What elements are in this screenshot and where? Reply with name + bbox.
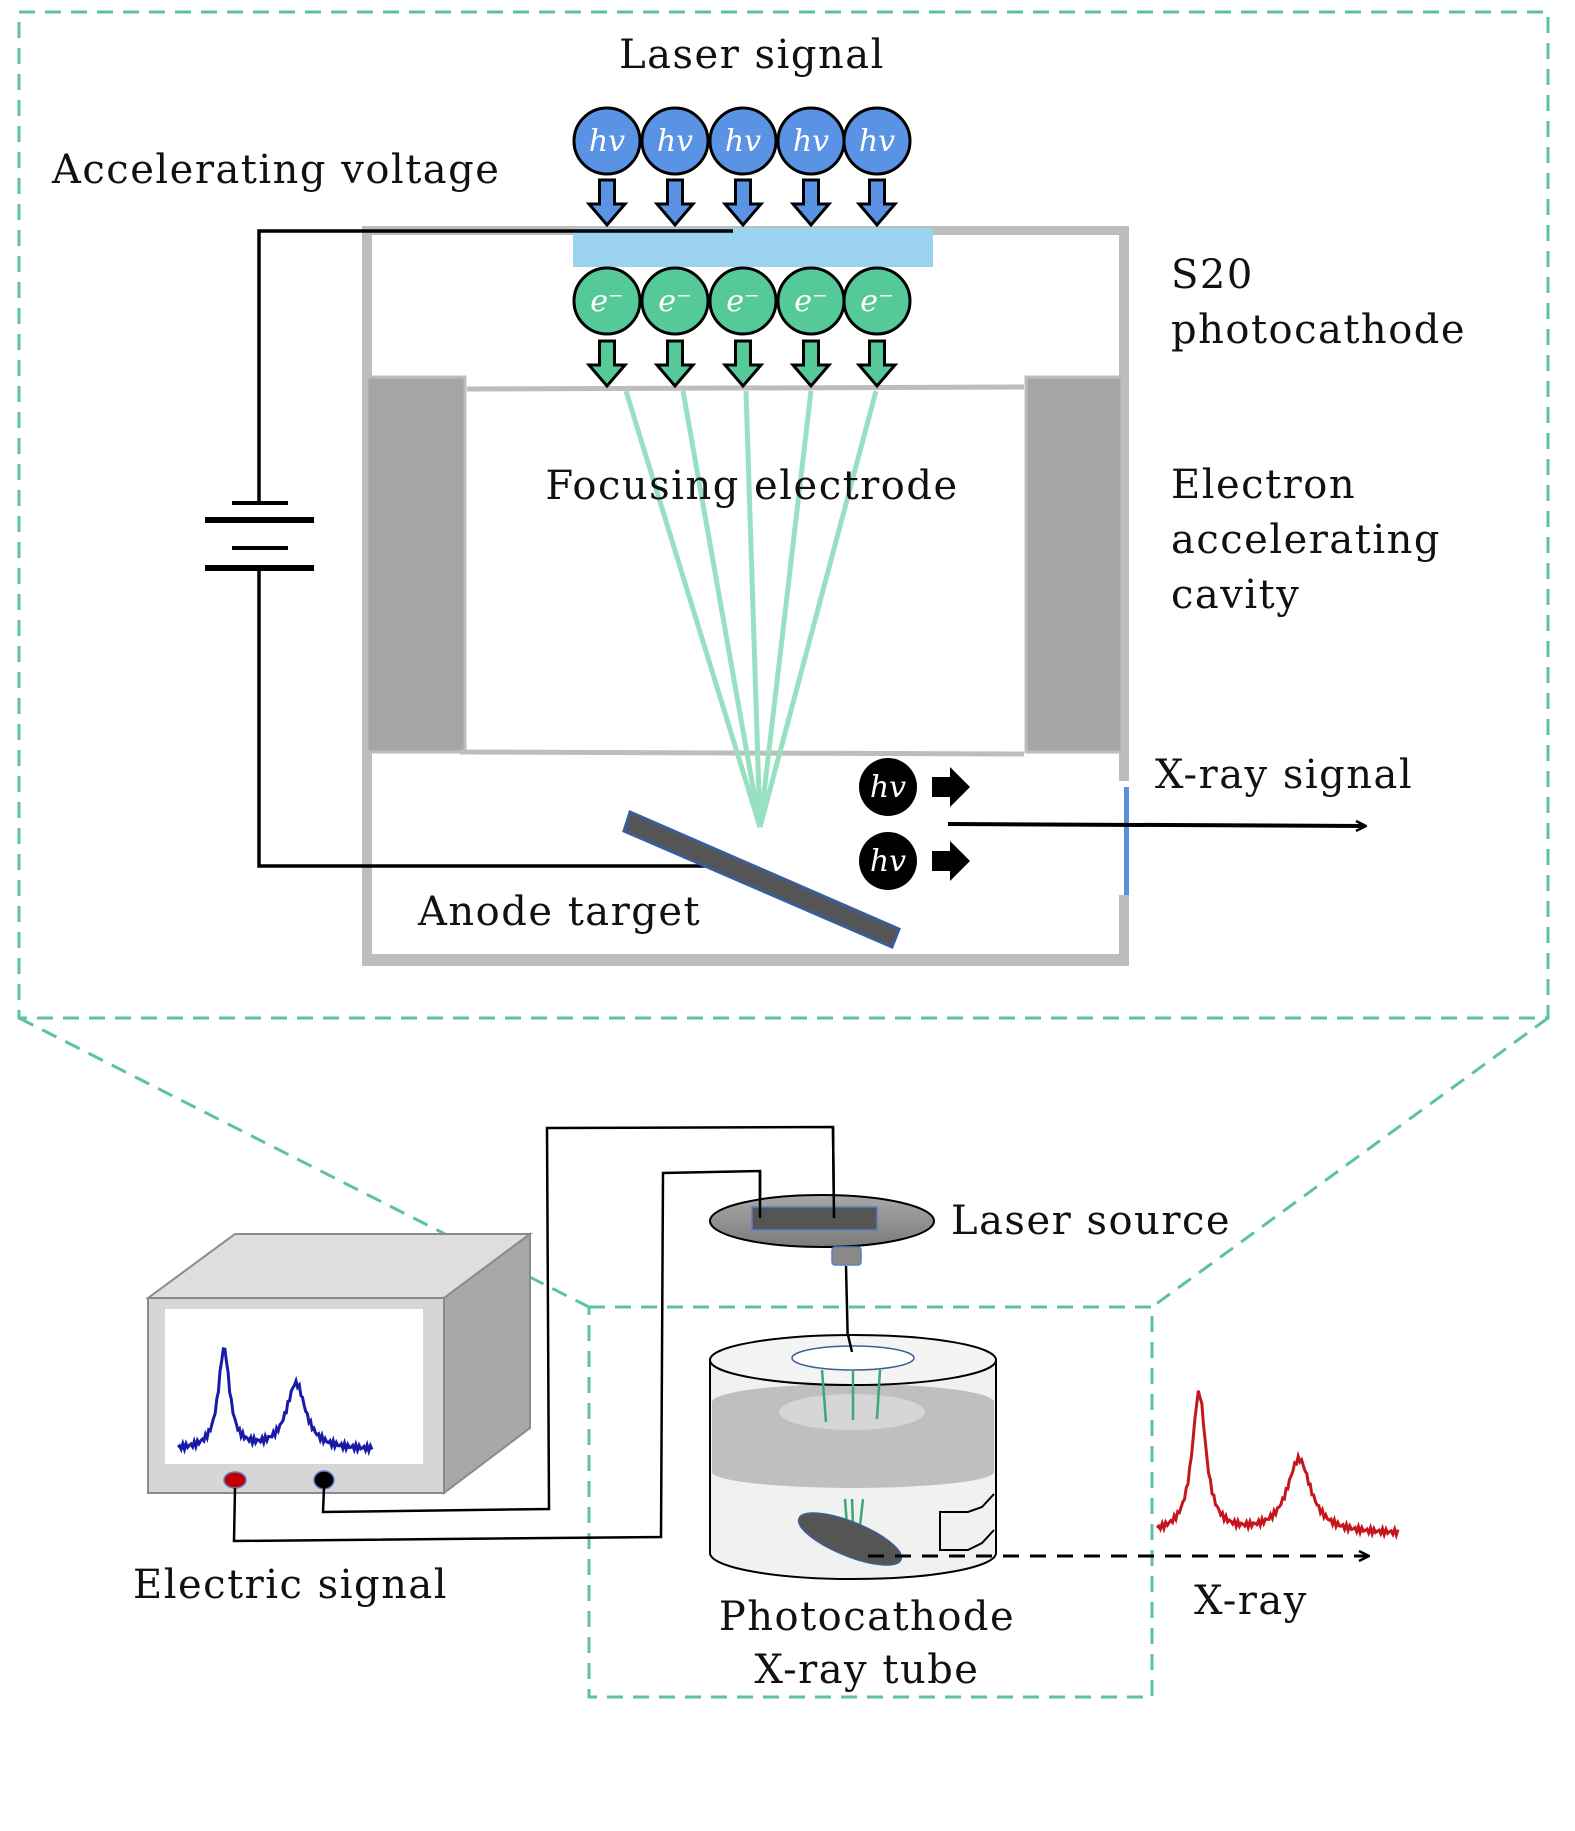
laser-source-panel [751,1206,878,1231]
photon-symbol: hv [859,124,895,159]
photon-symbol: hv [725,124,761,159]
electron-symbol: e⁻ [860,284,894,319]
photon-symbol: hv [657,124,693,159]
photon-icon [708,106,778,176]
down-arrow-icon [789,339,833,389]
knob-red[interactable] [223,1471,247,1489]
wire-to-anode [257,568,727,868]
xray-spectrum-trace [1155,1390,1400,1541]
photoelectrons: e⁻ e⁻ e⁻ e⁻ e⁻ [572,266,912,389]
electron-symbol: e⁻ [726,284,760,319]
tube-anode [797,1512,903,1566]
focusing-electrode-label: Focusing electrode [545,463,958,509]
electrode-right [1024,375,1124,754]
xray-signal-arrow [947,824,1365,826]
down-arrow-icon [721,178,765,228]
right-arrow-icon [932,841,970,881]
photocathode-label-line2: photocathode [1171,307,1466,353]
right-arrow-icon [932,767,970,807]
laser-source: Laser source [709,1126,1231,1351]
down-arrow-icon [585,339,629,389]
vacuum-chamber [362,226,1129,966]
zoom-line-right [1151,1016,1549,1309]
tube-electron-beams [820,1369,882,1527]
electrode-top-plate [466,384,1025,392]
laser-lead-2 [831,1126,836,1219]
photocathode-label-line1: S20 [1171,252,1254,298]
electron-symbol: e⁻ [590,284,624,319]
photon-icon [640,106,710,176]
photocathode-xray-tube: Photocathode X-ray tube [709,1334,1015,1693]
down-arrow-icon [721,339,765,389]
tube-beam-lower [850,1498,855,1526]
chamber-wall-right-upper [1119,226,1129,781]
electron-symbol: e⁻ [658,284,692,319]
cavity-label-line2: accelerating [1171,517,1441,563]
laser-source-label: Laser source [951,1198,1231,1244]
laser-signal-label: Laser signal [619,32,885,78]
down-arrow-icon [585,178,629,228]
electron-symbol: e⁻ [794,284,828,319]
electron-beam-line [757,390,879,828]
xray-window [1124,787,1129,895]
xray-photon-symbol: hv [870,844,906,879]
electron-icon [572,266,642,336]
photon-icon [842,106,912,176]
anode-target [622,809,901,949]
anode-target-label: Anode target [417,889,701,935]
electron-beam-line [680,390,763,828]
tube-beam-upper [875,1369,882,1420]
down-arrow-icon [653,178,697,228]
electrode-bottom-plate [459,749,1025,757]
detail-frame [17,10,1550,1020]
tube-exit-window [939,1493,995,1551]
xray-photons: hv hv [859,758,970,890]
electron-icon [708,266,778,336]
photon-symbol: hv [589,124,625,159]
overview: Laser source Photocathode X-ray tube [133,1125,1400,1693]
electric-signal-label: Electric signal [133,1562,448,1608]
xray-photon-icon [859,758,917,816]
xray-signal-label: X-ray signal [1155,752,1413,798]
xray-photon-symbol: hv [870,770,906,805]
wire-to-cathode [257,229,733,503]
electron-beam-line [743,390,763,828]
tube-label-line1: Photocathode [719,1594,1015,1640]
oscilloscope [144,1232,534,1496]
oscilloscope-trace [177,1347,374,1457]
electron-beams [623,390,879,828]
cavity-label-line3: cavity [1171,572,1300,618]
down-arrow-icon [855,178,899,228]
cavity-label-line1: Electron [1171,462,1356,508]
tube-frame [587,1305,1154,1699]
tube-beam-lower [858,1498,865,1527]
laser-nozzle [831,1246,862,1266]
focusing-electrode [365,375,1124,757]
voltage-circuit [205,229,733,868]
photon-icon [572,106,642,176]
photocathode-layer [573,228,933,267]
tube-label-line2: X-ray tube [755,1647,980,1693]
down-arrow-icon [855,339,899,389]
electron-icon [640,266,710,336]
chamber-wall-bottom [362,954,1129,966]
electron-icon [842,266,912,336]
tube-input-beam [846,1334,854,1353]
xray-photon-icon [859,832,917,890]
down-arrow-icon [653,339,697,389]
tube-photocathode-window [791,1345,915,1371]
electron-beam-line [623,390,763,828]
knob-black[interactable] [313,1470,335,1490]
xray-label: X-ray [1194,1578,1308,1624]
electron-beam-line [757,390,814,828]
accelerating-voltage-label: Accelerating voltage [51,147,500,193]
tube-beam-upper [820,1369,828,1423]
down-arrow-icon [789,178,833,228]
electrode-left [365,375,467,754]
chamber-wall-right-lower [1119,895,1129,966]
photon-symbol: hv [793,124,829,159]
